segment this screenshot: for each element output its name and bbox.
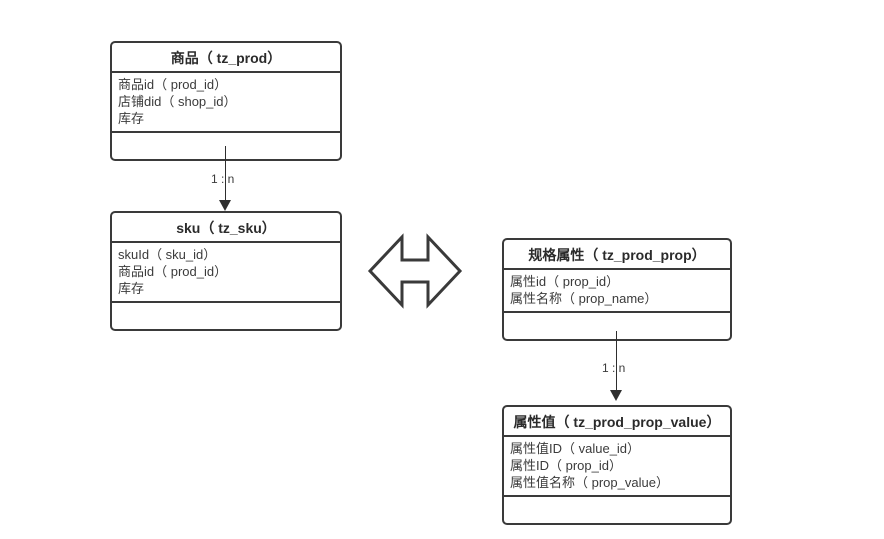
attribute-row: 属性ID（ prop_id）	[510, 458, 622, 473]
relation-label-prop-to-prop-value: 1 : n	[602, 361, 626, 375]
entity-attributes-tz-prod-prop-value: 属性值ID（ value_id） 属性ID（ prop_id） 属性值名称（ p…	[504, 437, 730, 497]
attribute-row: 商品id（ prod_id）	[118, 264, 228, 279]
attribute-row: 属性名称（ prop_name）	[510, 291, 658, 306]
relation-arrowhead-icon	[610, 390, 622, 401]
entity-footer-tz-prod	[112, 133, 340, 159]
entity-footer-tz-prod-prop	[504, 313, 730, 339]
entity-title-tz-prod-prop-value: 属性值（ tz_prod_prop_value）	[504, 407, 730, 437]
entity-footer-tz-prod-prop-value	[504, 497, 730, 523]
entity-attributes-tz-sku: skuId（ sku_id） 商品id（ prod_id） 库存	[112, 243, 340, 303]
attribute-row: 属性值ID（ value_id）	[510, 441, 641, 456]
entity-box-tz-prod-prop[interactable]: 规格属性（ tz_prod_prop） 属性id（ prop_id） 属性名称（…	[502, 238, 732, 341]
entity-title-tz-prod-prop: 规格属性（ tz_prod_prop）	[504, 240, 730, 270]
entity-box-tz-sku[interactable]: sku（ tz_sku） skuId（ sku_id） 商品id（ prod_i…	[110, 211, 342, 331]
relation-label-prod-to-sku: 1 : n	[211, 172, 235, 186]
attribute-row: 店铺did（ shop_id）	[118, 94, 237, 109]
entity-footer-tz-sku	[112, 303, 340, 329]
attribute-row: 商品id（ prod_id）	[118, 77, 228, 92]
entity-title-tz-sku: sku（ tz_sku）	[112, 213, 340, 243]
attribute-row: skuId（ sku_id）	[118, 247, 217, 262]
entity-attributes-tz-prod-prop: 属性id（ prop_id） 属性名称（ prop_name）	[504, 270, 730, 313]
attribute-row: 属性值名称（ prop_value）	[510, 475, 669, 490]
bidirectional-arrow-svg	[367, 233, 463, 309]
entity-box-tz-prod[interactable]: 商品（ tz_prod） 商品id（ prod_id） 店铺did（ shop_…	[110, 41, 342, 161]
relation-arrowhead-icon	[219, 200, 231, 211]
relation-line	[225, 146, 226, 202]
bidirectional-arrow-icon[interactable]	[366, 233, 464, 314]
entity-attributes-tz-prod: 商品id（ prod_id） 店铺did（ shop_id） 库存	[112, 73, 340, 133]
entity-title-tz-prod: 商品（ tz_prod）	[112, 43, 340, 73]
attribute-row: 库存	[118, 111, 145, 126]
relation-line	[616, 331, 617, 392]
entity-box-tz-prod-prop-value[interactable]: 属性值（ tz_prod_prop_value） 属性值ID（ value_id…	[502, 405, 732, 525]
attribute-row: 属性id（ prop_id）	[510, 274, 620, 289]
attribute-row: 库存	[118, 281, 145, 296]
